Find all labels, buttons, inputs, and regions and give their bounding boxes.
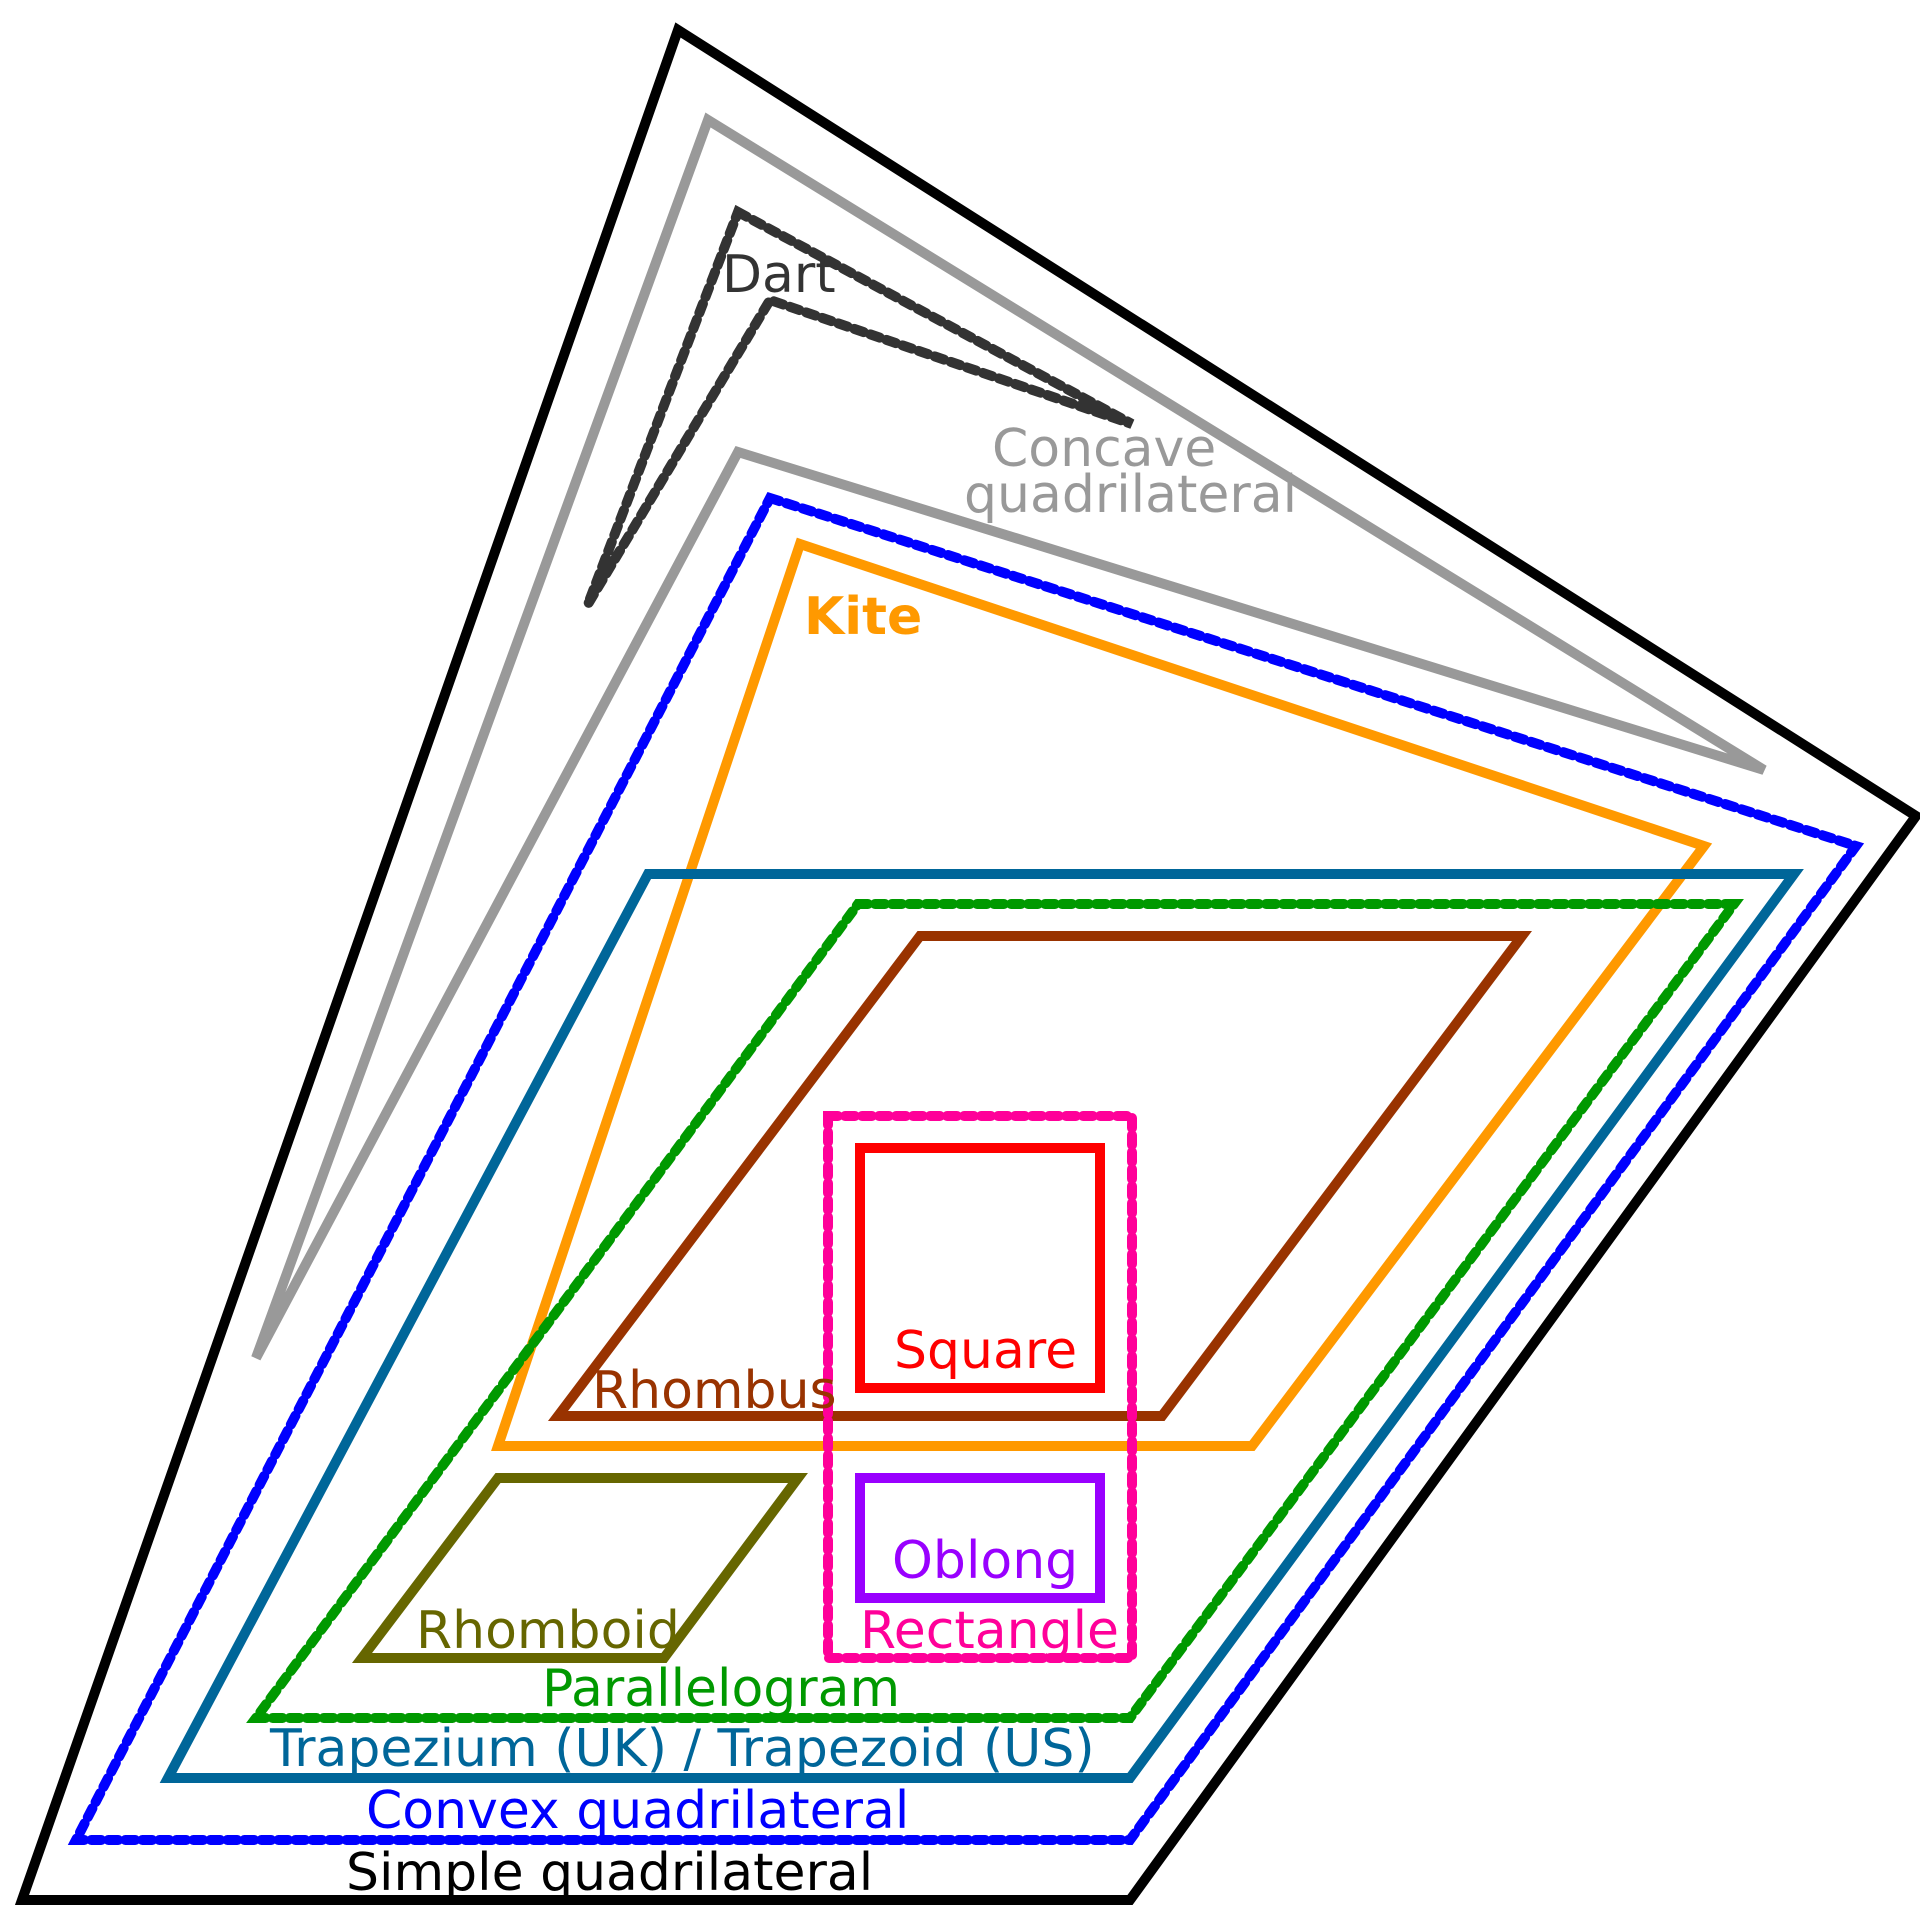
simple-quadrilateral-label: Simple quadrilateral <box>346 1843 873 1903</box>
concave-quadrilateral-outline <box>251 112 1767 1361</box>
oblong-label: Oblong <box>892 1531 1078 1591</box>
concave-quadrilateral-label-line1: Concave <box>992 419 1216 479</box>
simple-quadrilateral-outline <box>14 22 1920 1905</box>
oblong-outline <box>855 1473 1105 1603</box>
trapezium-label: Trapezium (UK) / Trapezoid (US) <box>269 1719 1095 1779</box>
square-outline <box>855 1143 1105 1393</box>
rectangle-label: Rectangle <box>860 1601 1119 1661</box>
dart-label: Dart <box>722 245 836 305</box>
dart-outline <box>583 204 1135 607</box>
rhomboid-label: Rhomboid <box>416 1601 680 1661</box>
convex-quadrilateral-outline <box>67 491 1865 1845</box>
concave-quadrilateral-label-line2: quadrilateral <box>964 465 1297 525</box>
trapezium-outline <box>159 869 1804 1783</box>
kite-outline <box>491 537 1713 1451</box>
kite-label: Kite <box>804 587 922 647</box>
rectangle-outline <box>823 1111 1137 1663</box>
rhombus-label: Rhombus <box>592 1361 837 1421</box>
rhombus-outline <box>547 931 1532 1421</box>
convex-quadrilateral-label: Convex quadrilateral <box>366 1781 909 1841</box>
rhomboid-outline <box>351 1473 808 1663</box>
parallelogram-label: Parallelogram <box>542 1659 900 1719</box>
square-label: Square <box>894 1321 1077 1381</box>
parallelogram-outline <box>246 899 1744 1723</box>
